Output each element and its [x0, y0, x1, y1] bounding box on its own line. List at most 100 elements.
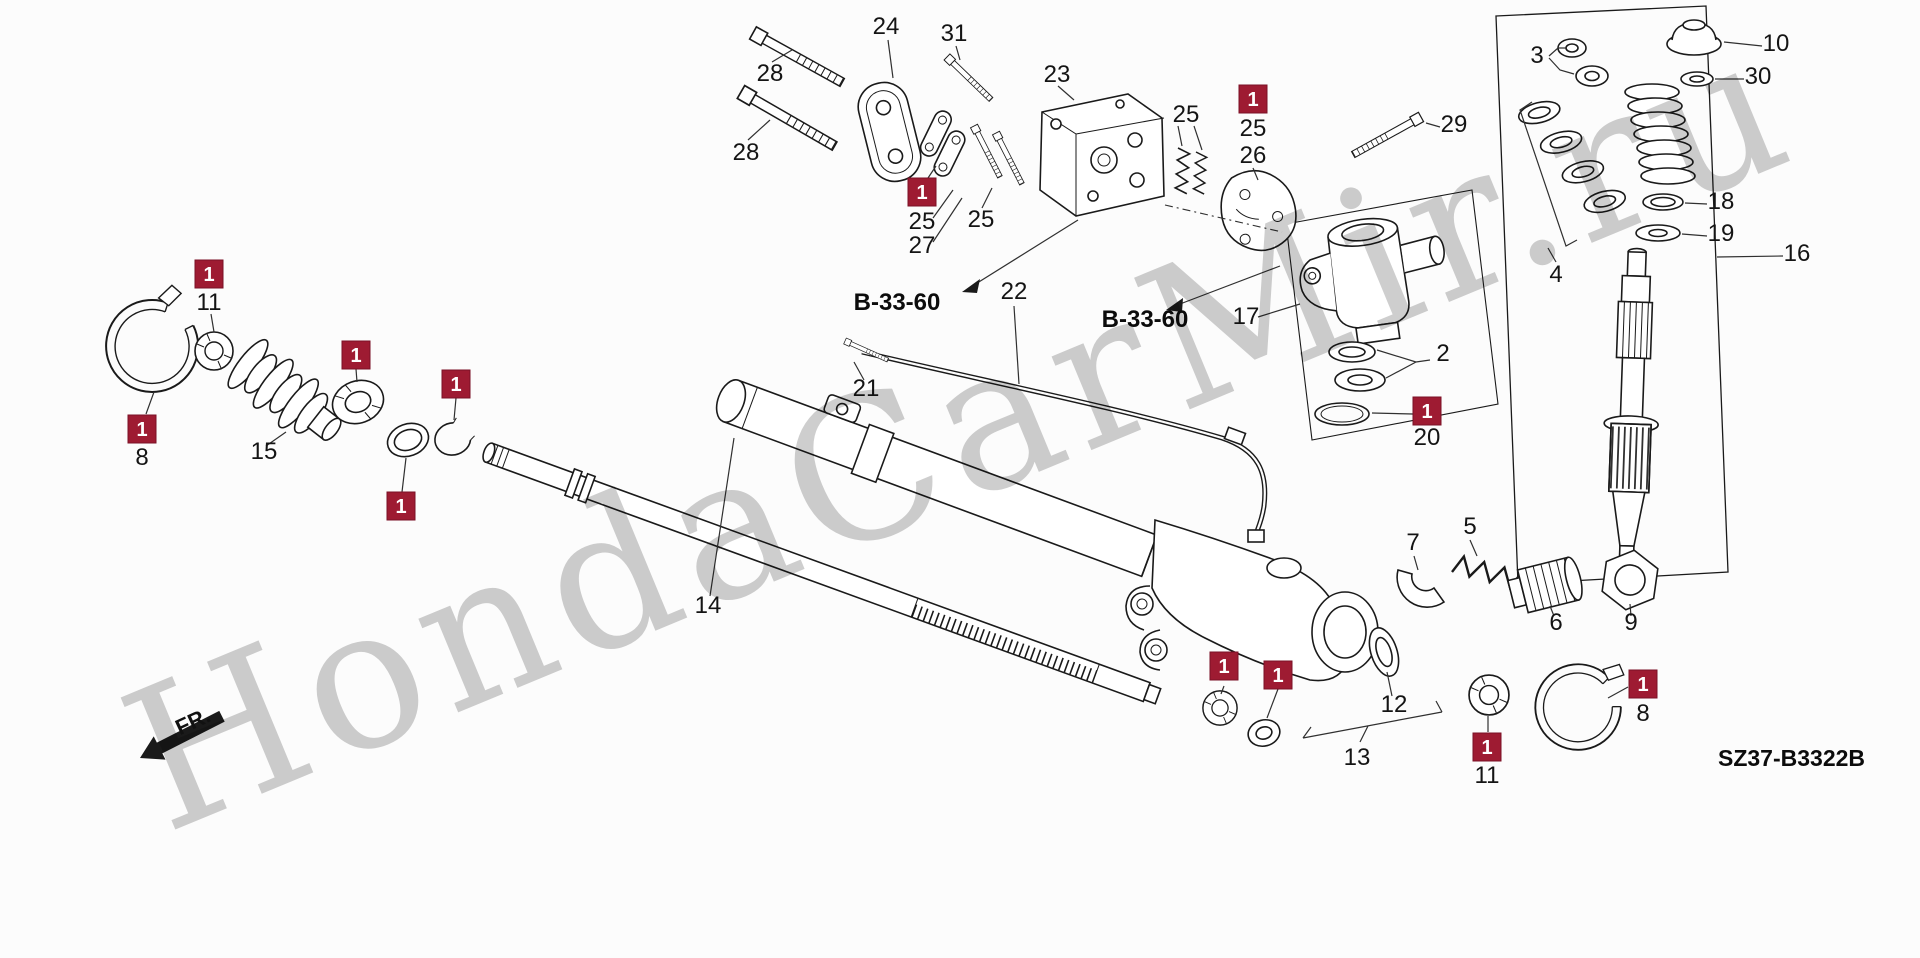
- ref-label-b3360-right[interactable]: B-33-60: [1102, 306, 1189, 333]
- part-label-27[interactable]: 27: [909, 232, 936, 259]
- seal-kit-callout[interactable]: 1: [1209, 651, 1239, 681]
- svg-text:1: 1: [1218, 656, 1229, 678]
- see-reference-arrow-2: [1166, 265, 1281, 312]
- boot-15: [227, 338, 342, 441]
- part-label-18[interactable]: 18: [1708, 188, 1735, 215]
- washers-3: [1557, 38, 1609, 87]
- housing-washer: [1247, 718, 1281, 748]
- housing-seal: [1202, 690, 1238, 726]
- part-label-17[interactable]: 17: [1233, 303, 1260, 330]
- seal-kit-callout[interactable]: 1: [386, 491, 416, 521]
- part-label-22[interactable]: 22: [1001, 278, 1028, 305]
- svg-text:1: 1: [136, 419, 147, 441]
- rack-guide-7: [1396, 569, 1446, 608]
- gasket-26: [1220, 169, 1297, 252]
- gear-housing-13: [1125, 518, 1379, 682]
- band-clamp-8-right: [1526, 648, 1632, 759]
- link-plates-25-27: [919, 110, 966, 177]
- seal-ring-left: [331, 379, 385, 425]
- snap-ring-left: [434, 417, 475, 456]
- part-label-5[interactable]: 5: [1463, 513, 1476, 540]
- washer-30: [1680, 71, 1714, 87]
- spring-25-pair: [1174, 147, 1208, 195]
- seal-stack-4: [1517, 100, 1627, 214]
- part-label-21[interactable]: 21: [853, 375, 880, 402]
- seal-kit-callout[interactable]: 1: [1263, 660, 1293, 690]
- svg-text:1: 1: [1481, 737, 1492, 759]
- svg-text:1: 1: [203, 264, 214, 286]
- bolt-31: [943, 53, 995, 104]
- seal-kit-callout[interactable]: 1: [907, 177, 937, 207]
- part-label-19[interactable]: 19: [1708, 220, 1735, 247]
- part-label-29[interactable]: 29: [1441, 111, 1468, 138]
- leader-lines: [145, 39, 1784, 743]
- part-label-8-left[interactable]: 8: [135, 444, 148, 471]
- ref-label-b3360-left[interactable]: B-33-60: [854, 289, 941, 316]
- seal-11-right: [1468, 674, 1510, 716]
- fr-direction-arrow: [140, 710, 225, 760]
- pinion-assembly-box: [1495, 5, 1729, 585]
- part-label-8-right[interactable]: 8: [1636, 700, 1649, 727]
- seal-kit-callout[interactable]: 1: [127, 414, 157, 444]
- svg-text:1: 1: [450, 374, 461, 396]
- pressure-pipe-22: [861, 349, 1268, 543]
- pinion-shaft-16: [1603, 247, 1659, 566]
- washer-left: [386, 422, 430, 458]
- rack-tube-14: [715, 379, 1158, 578]
- svg-text:1: 1: [1637, 674, 1648, 696]
- pinion-spring: [1624, 83, 1696, 185]
- part-label-14[interactable]: 14: [695, 592, 722, 619]
- part-label-28-lower[interactable]: 28: [733, 139, 760, 166]
- part-label-15[interactable]: 15: [251, 438, 278, 465]
- seal-kit-callout[interactable]: 1: [441, 369, 471, 399]
- part-label-7[interactable]: 7: [1406, 529, 1419, 556]
- part-label-16[interactable]: 16: [1784, 240, 1811, 267]
- svg-text:1: 1: [1272, 665, 1283, 687]
- seal-kit-callout[interactable]: 1: [1238, 84, 1268, 114]
- part-label-26[interactable]: 26: [1240, 142, 1267, 169]
- part-label-2[interactable]: 2: [1436, 340, 1449, 367]
- part-label-6[interactable]: 6: [1549, 609, 1562, 636]
- ring-18: [1642, 193, 1684, 211]
- part-label-28-upper[interactable]: 28: [757, 60, 784, 87]
- part-label-12[interactable]: 12: [1381, 691, 1408, 718]
- svg-text:1: 1: [1247, 89, 1258, 111]
- part-label-3[interactable]: 3: [1530, 42, 1543, 69]
- seal-kit-callout[interactable]: 1: [1472, 732, 1502, 762]
- seal-11-left: [194, 331, 234, 371]
- band-clamp-8-left: [93, 281, 209, 403]
- svg-text:1: 1: [395, 496, 406, 518]
- svg-text:1: 1: [350, 345, 361, 367]
- seals-2: [1328, 341, 1386, 392]
- seal-kit-callout[interactable]: 1: [1628, 669, 1658, 699]
- seal-kit-callout[interactable]: 1: [1412, 396, 1442, 426]
- part-label-30[interactable]: 30: [1745, 63, 1772, 90]
- seal-kit-callout[interactable]: 1: [194, 259, 224, 289]
- cap-10: [1666, 19, 1722, 56]
- seal-kit-callout[interactable]: 1: [341, 340, 371, 370]
- part-label-25-bolts[interactable]: 25: [968, 206, 995, 233]
- part-label-13[interactable]: 13: [1344, 744, 1371, 771]
- part-label-20[interactable]: 20: [1414, 424, 1441, 451]
- valve-housing-box: [1285, 189, 1499, 441]
- valve-housing-17: [1299, 217, 1445, 345]
- part-label-4[interactable]: 4: [1549, 261, 1562, 288]
- bushing-12: [1368, 627, 1400, 677]
- o-ring-20: [1314, 402, 1370, 426]
- part-label-11-left[interactable]: 11: [197, 289, 222, 316]
- part-label-25-column[interactable]: 25: [1240, 115, 1267, 142]
- mount-bracket-24: [857, 81, 922, 183]
- washer-19: [1635, 224, 1681, 242]
- part-label-23[interactable]: 23: [1044, 61, 1071, 88]
- part-label-9[interactable]: 9: [1624, 609, 1637, 636]
- part-label-11-right[interactable]: 11: [1475, 762, 1500, 789]
- fitting-bolt-21: [843, 337, 890, 364]
- svg-text:1: 1: [1421, 401, 1432, 423]
- part-label-31[interactable]: 31: [941, 20, 968, 47]
- part-label-24[interactable]: 24: [873, 13, 900, 40]
- part-label-10[interactable]: 10: [1763, 30, 1790, 57]
- part-label-25-links[interactable]: 25: [909, 208, 936, 235]
- part-label-25-springs[interactable]: 25: [1173, 101, 1200, 128]
- lock-nut-9: [1601, 549, 1659, 611]
